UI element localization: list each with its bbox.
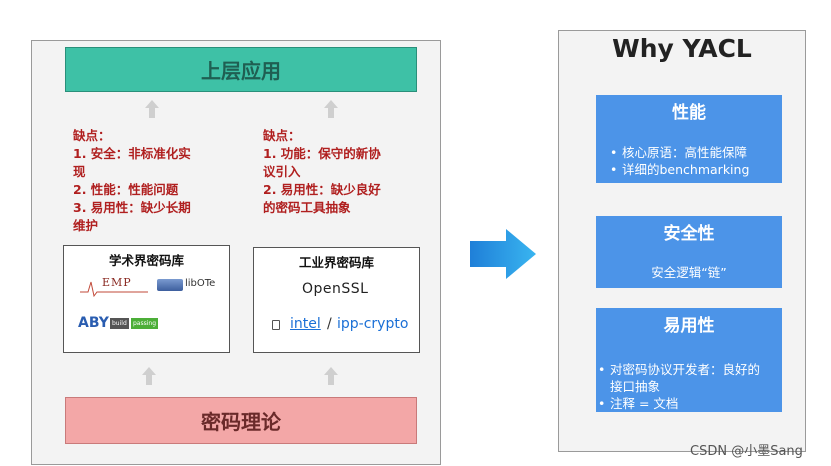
intel-link[interactable]: intel [290, 316, 321, 332]
emp-logo-text: EMP [102, 276, 132, 289]
academic-library-box: 学术界密码库 EMP libOTe ABY build passing [63, 245, 230, 353]
book-icon [272, 320, 280, 330]
performance-list: 核心原语：高性能保障 详细的benchmarking [610, 144, 782, 178]
weakness-line: 2. 性能：性能问题 [73, 182, 179, 197]
libote-logo: libOTe [157, 277, 219, 293]
performance-title: 性能 [672, 103, 706, 123]
openssl-logo: OpenSSL [302, 281, 369, 297]
academic-weaknesses: 缺点： 1. 安全：非标准化实 现 2. 性能：性能问题 3. 易用性：缺少长期… [73, 127, 191, 235]
aby-logo-text: ABY [78, 315, 109, 331]
list-item: 核心原语：高性能保障 [610, 144, 782, 161]
usability-box: 易用性 对密码协议开发者：良好的接口抽象 注释 = 文档 [596, 308, 782, 412]
weakness-line: 的密码工具抽象 [263, 200, 351, 215]
build-badge: build [110, 318, 129, 329]
list-item: 对密码协议开发者：良好的接口抽象 [598, 361, 768, 395]
list-item: 详细的benchmarking [610, 161, 782, 178]
emp-heartbeat-icon [80, 281, 148, 298]
weakness-line: 现 [73, 164, 86, 179]
list-item: 注释 = 文档 [598, 395, 768, 412]
weakness-line: 1. 功能：保守的新协 [263, 146, 381, 161]
ipp-crypto-link[interactable]: ipp-crypto [337, 316, 409, 332]
weakness-line: 3. 易用性：缺少长期 [73, 200, 191, 215]
usability-title: 易用性 [663, 316, 715, 336]
crypto-theory-box: 密码理论 [65, 397, 417, 444]
libote-logo-text: libOTe [185, 278, 216, 289]
upper-application-box: 上层应用 [65, 47, 417, 92]
passing-badge: passing [131, 318, 159, 329]
up-arrow-icon [324, 367, 338, 385]
up-arrow-icon [145, 100, 159, 118]
weakness-line: 维护 [73, 218, 99, 233]
aby-logo: ABY build passing [78, 315, 159, 333]
industry-library-box: 工业界密码库 OpenSSL intel / ipp-crypto [253, 247, 420, 353]
libote-badge-icon [157, 279, 183, 291]
performance-box: 性能 核心原语：高性能保障 详细的benchmarking [596, 95, 782, 183]
weakness-line: 2. 易用性：缺少良好 [263, 182, 381, 197]
weakness-line: 1. 安全：非标准化实 [73, 146, 191, 161]
security-title: 安全性 [663, 224, 715, 244]
industry-library-title: 工业界密码库 [298, 255, 374, 270]
security-text: 安全逻辑“链” [651, 265, 727, 280]
right-arrow-icon [470, 229, 536, 279]
up-arrow-icon [324, 100, 338, 118]
ipp-crypto-logo: intel / ipp-crypto [272, 316, 417, 336]
watermark: CSDN @小墨Sang [690, 444, 803, 459]
weakness-title: 缺点： [263, 128, 301, 143]
emp-logo: EMP [80, 276, 148, 298]
weakness-title: 缺点： [73, 128, 111, 143]
path-separator: / [327, 316, 332, 332]
up-arrow-icon [142, 367, 156, 385]
security-box: 安全性 安全逻辑“链” [596, 216, 782, 288]
industry-weaknesses: 缺点： 1. 功能：保守的新协 议引入 2. 易用性：缺少良好 的密码工具抽象 [263, 127, 381, 217]
why-yacl-title: Why YACL [612, 34, 752, 63]
weakness-line: 议引入 [263, 164, 301, 179]
academic-library-title: 学术界密码库 [108, 253, 184, 268]
usability-list: 对密码协议开发者：良好的接口抽象 注释 = 文档 [598, 361, 768, 412]
